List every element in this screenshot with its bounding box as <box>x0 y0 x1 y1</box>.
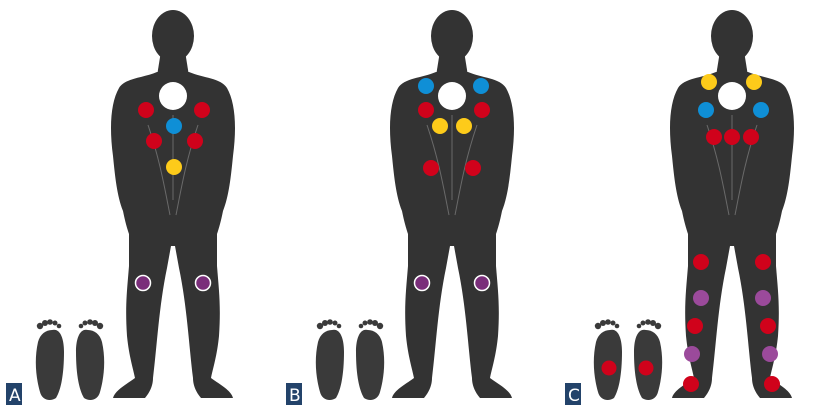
point-a-red-mid-left <box>146 133 162 149</box>
panel-label-b: B <box>289 386 301 405</box>
panel-label-c: C <box>568 386 580 405</box>
point-b-yellow-right <box>456 118 472 134</box>
feet-soles-b <box>316 319 384 400</box>
panel-c: C <box>565 10 794 405</box>
point-b-red-lower-left <box>423 160 439 176</box>
point-c-red-sole-left <box>602 361 617 376</box>
point-c-red-back-right <box>743 129 759 145</box>
point-b-blue-shoulder-right <box>473 78 489 94</box>
body-silhouette-b <box>390 10 514 398</box>
neck-point-a <box>159 82 187 110</box>
panel-a: A <box>6 10 235 405</box>
point-c-red-thigh-left <box>693 254 709 270</box>
point-b-yellow-left <box>432 118 448 134</box>
body-silhouette-c <box>670 10 794 398</box>
point-b-purple-knee-left <box>415 276 430 291</box>
point-c-red-heel-left <box>683 376 699 392</box>
point-c-red-sole-right <box>639 361 654 376</box>
point-c-red-calf-left <box>687 318 703 334</box>
point-b-red-lower-right <box>465 160 481 176</box>
point-a-purple-knee-right <box>196 276 211 291</box>
point-c-red-back-center <box>724 129 740 145</box>
point-c-red-calf-right <box>760 318 776 334</box>
point-b-red-upper-right <box>474 102 490 118</box>
feet-soles-a <box>36 319 104 400</box>
point-c-purple-knee-left <box>693 290 709 306</box>
point-c-red-heel-right <box>764 376 780 392</box>
point-c-red-thigh-right <box>755 254 771 270</box>
point-a-red-mid-right <box>187 133 203 149</box>
neck-point-b <box>438 82 466 110</box>
point-c-purple-knee-right <box>755 290 771 306</box>
feet-soles-c <box>594 319 662 400</box>
body-silhouette-a <box>111 10 235 398</box>
point-a-yellow-lower <box>166 159 182 175</box>
point-c-purple-shin-left <box>684 346 700 362</box>
point-a-red-upper-left <box>138 102 154 118</box>
point-a-purple-knee-left <box>136 276 151 291</box>
point-a-blue-center <box>166 118 182 134</box>
panel-label-a: A <box>9 386 21 405</box>
point-c-blue-right <box>753 102 769 118</box>
point-c-blue-left <box>698 102 714 118</box>
point-b-red-upper-left <box>418 102 434 118</box>
panel-b: B <box>286 10 514 405</box>
point-c-purple-shin-right <box>762 346 778 362</box>
point-c-yellow-shoulder-right <box>746 74 762 90</box>
point-a-red-upper-right <box>194 102 210 118</box>
point-b-blue-shoulder-left <box>418 78 434 94</box>
point-c-red-back-left <box>706 129 722 145</box>
point-c-yellow-shoulder-left <box>701 74 717 90</box>
point-b-purple-knee-right <box>475 276 490 291</box>
neck-point-c <box>718 82 746 110</box>
